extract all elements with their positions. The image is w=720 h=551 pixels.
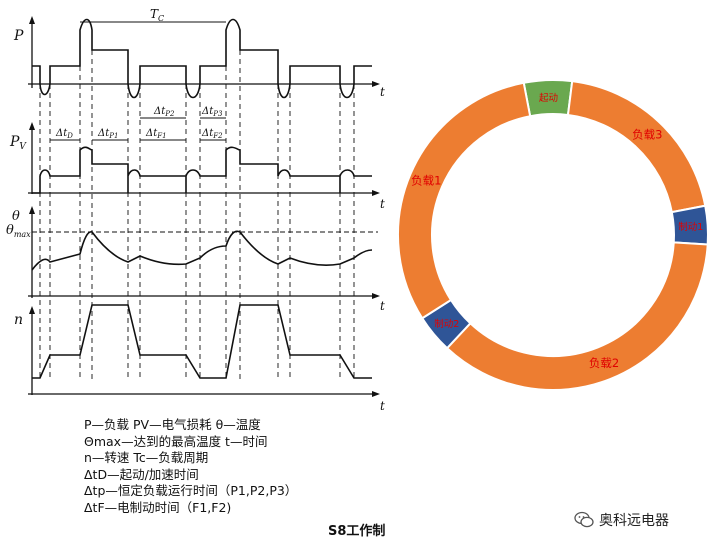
dtp2-label: ΔtP2 [153,106,175,118]
donut-slice-6 [397,81,532,320]
legend-line-2: Θmax—达到的最高温度 t—时间 [84,433,268,449]
donut-slice-2 [566,80,707,214]
arrow-n-t [372,391,380,397]
n-waveform [32,304,372,379]
theta-max-label: θmax [6,223,31,239]
p-label: P [13,28,24,44]
dtp3-label: ΔtP3 [201,106,223,118]
dtf2-label: ΔtF2 [201,128,223,140]
donut-label-3: 制动1 [678,221,703,233]
donut-label-6: 负载1 [411,173,441,187]
s8-waveform-diagram: P PV θ θmax n t t t t TC ΔtD ΔtP1 ΔtF1 Δ… [6,7,385,413]
t-label-p: t [380,85,385,99]
legend-line-1: P—负载 PV—电气损耗 θ—温度 [84,417,261,432]
tc-label: TC [150,7,164,23]
figure-caption: S8工作制 [328,524,386,539]
legend-line-5: Δtp—恒定负载运行时间（P1,P2,P3） [84,483,298,499]
brand-watermark: 奥科远电器 [574,510,669,530]
legend-line-6: ΔtF—电制动时间（F1,F2) [84,499,232,515]
theta-label: θ [12,209,20,224]
arrow-pv-t [372,190,380,196]
wechat-icon [574,511,594,528]
donut-slice-4 [445,241,709,391]
donut-label-5: 制动2 [434,318,459,330]
arrow-theta [29,206,35,214]
p-waveform [32,18,372,99]
dtp1-label: ΔtP1 [97,128,118,140]
donut-label-2: 负载3 [632,127,662,141]
n-label: n [14,312,23,328]
theta-waveform [31,230,373,271]
arrow-pv [29,122,35,130]
arrow-theta-t [372,293,380,299]
legend-line-4: ΔtD—起动/加速时间 [84,466,199,482]
donut-label-4: 负载2 [589,356,619,370]
t-label-theta: t [380,299,385,313]
pv-label: PV [9,134,27,152]
dtd-label: ΔtD [55,128,73,140]
t-label-n: t [380,399,385,413]
brand-name: 奥科远电器 [599,513,669,529]
legend-line-3: n—转速 Tc—负载周期 [84,450,209,466]
dtf1-label: ΔtF1 [145,128,167,140]
donut-label-1: 起动 [539,93,558,104]
arrow-n [29,306,35,314]
t-label-pv: t [380,197,385,211]
arrow-p [29,16,35,24]
arrow-p-t [372,81,380,87]
pv-waveform [32,146,372,194]
legend: P—负载 PV—电气损耗 θ—温度 Θmax—达到的最高温度 t—时间 n—转速… [84,417,297,517]
